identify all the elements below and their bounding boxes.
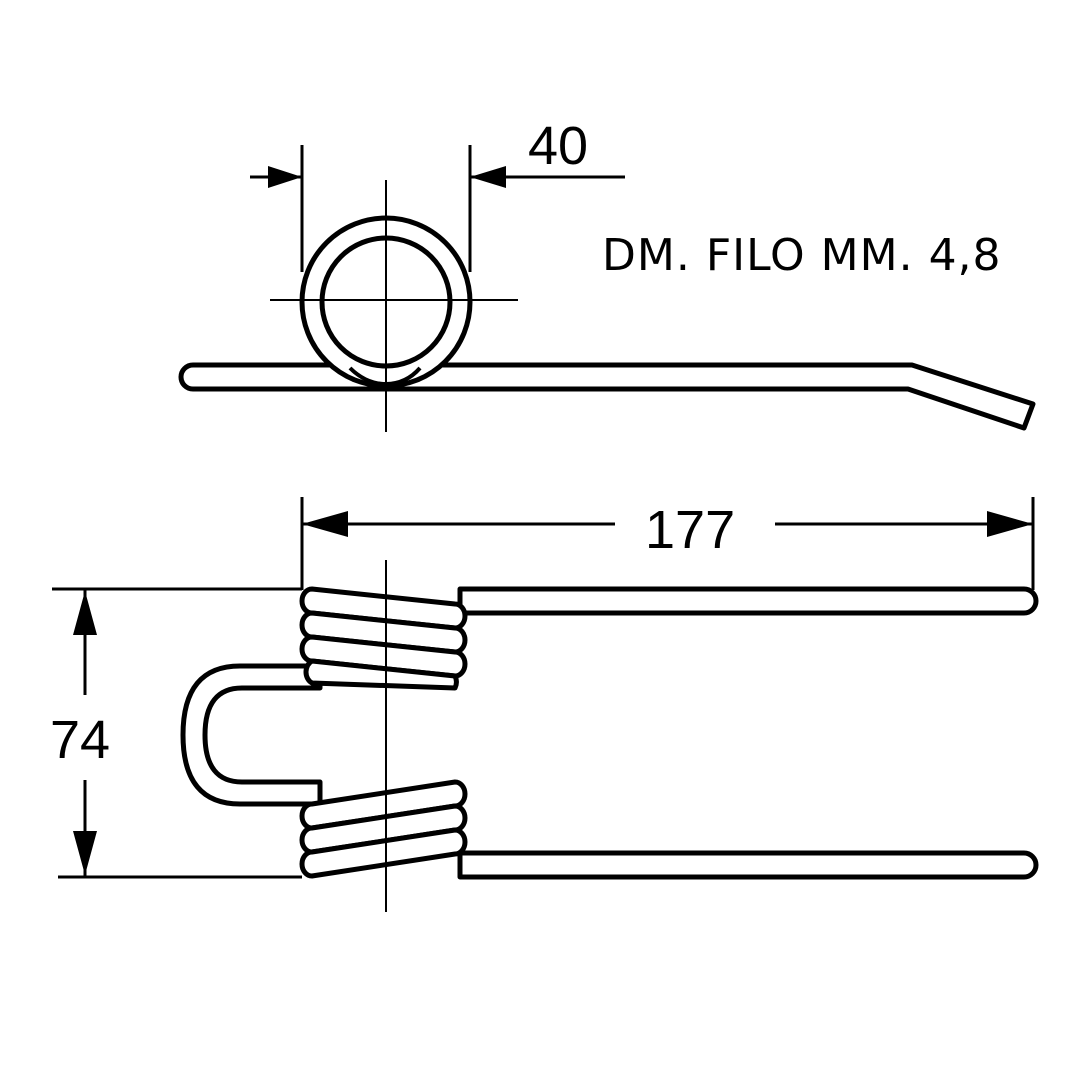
plan-view-top-tine [457,586,1039,616]
overall-height-dimension: 74 [50,587,302,879]
arrow-head [73,591,97,635]
side-view-tine-bar [178,362,1036,431]
coil-diameter-label: 40 [528,116,588,176]
overall-height-label: 74 [50,710,110,770]
overall-length-dimension: 177 [300,497,1035,590]
plan-view-bottom-tine [457,850,1039,880]
arrow-head [268,166,302,188]
plan-view-lower-coil [299,779,468,879]
arrow-head [73,831,97,875]
plan-view-upper-coil [299,586,468,691]
arrow-head [987,511,1033,537]
wire-diameter-note: DM. FILO MM. 4,8 [602,230,1002,281]
plan-view: 177 74 [50,497,1039,912]
plan-view-u-loop [180,663,323,807]
coil-diameter-dimension: 40 [250,116,625,272]
arrow-head [470,166,506,188]
side-view: 40 DM. FILO MM. 4,8 [178,116,1036,432]
arrow-head [302,511,348,537]
overall-length-label: 177 [645,500,735,560]
